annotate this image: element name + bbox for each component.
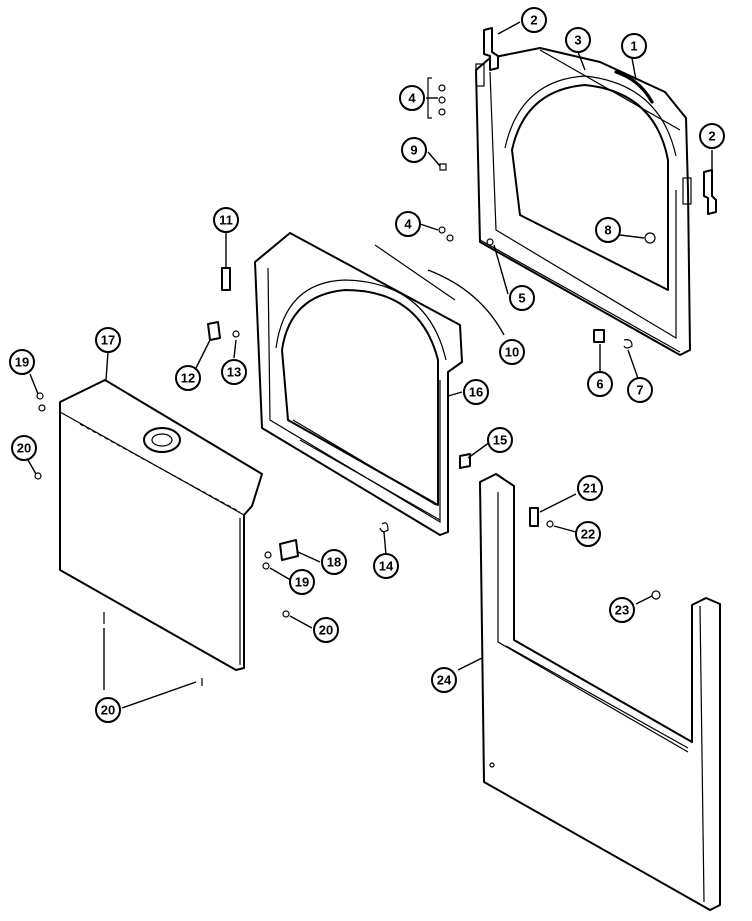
leader-lines bbox=[27, 21, 713, 709]
svg-text:7: 7 bbox=[636, 383, 643, 398]
callout-9: 9 bbox=[401, 137, 427, 163]
callout-12: 12 bbox=[175, 365, 201, 391]
callout-14: 14 bbox=[373, 553, 399, 579]
svg-text:11: 11 bbox=[219, 213, 233, 228]
callout-2-right: 2 bbox=[699, 123, 725, 149]
callout-1: 1 bbox=[621, 33, 647, 59]
svg-text:5: 5 bbox=[518, 291, 525, 306]
svg-text:4: 4 bbox=[404, 217, 412, 232]
callout-19-mid: 19 bbox=[289, 569, 315, 595]
svg-text:24: 24 bbox=[437, 673, 452, 688]
front-panel-lower bbox=[479, 473, 721, 911]
callout-7: 7 bbox=[627, 377, 653, 403]
callout-20-bottom: 20 bbox=[95, 697, 121, 723]
svg-text:6: 6 bbox=[596, 377, 603, 392]
callout-17: 17 bbox=[95, 327, 121, 353]
svg-text:9: 9 bbox=[410, 143, 417, 158]
callout-11: 11 bbox=[213, 207, 239, 233]
svg-text:23: 23 bbox=[615, 603, 629, 618]
svg-text:12: 12 bbox=[181, 371, 195, 386]
svg-text:18: 18 bbox=[327, 555, 341, 570]
svg-text:15: 15 bbox=[493, 433, 507, 448]
callout-6: 6 bbox=[587, 371, 613, 397]
svg-text:13: 13 bbox=[227, 365, 241, 380]
rear-bulkhead-panel bbox=[475, 47, 692, 356]
callout-15: 15 bbox=[487, 427, 513, 453]
callout-16: 16 bbox=[463, 379, 489, 405]
svg-text:4: 4 bbox=[408, 91, 416, 106]
svg-text:1: 1 bbox=[630, 39, 637, 54]
svg-text:10: 10 bbox=[505, 345, 519, 360]
svg-text:2: 2 bbox=[530, 13, 537, 28]
callout-19-left: 19 bbox=[9, 349, 35, 375]
svg-text:20: 20 bbox=[319, 623, 333, 638]
callout-4-mid: 4 bbox=[395, 211, 421, 237]
callout-21: 21 bbox=[577, 475, 603, 501]
svg-text:16: 16 bbox=[469, 385, 483, 400]
callout-2-top: 2 bbox=[521, 7, 547, 33]
callouts: 1 2 2 3 4 4 5 6 7 8 9 10 11 12 13 14 15 … bbox=[9, 7, 725, 723]
callout-13: 13 bbox=[221, 359, 247, 385]
svg-text:19: 19 bbox=[15, 355, 29, 370]
callout-22: 22 bbox=[575, 521, 601, 547]
callout-23: 23 bbox=[609, 597, 635, 623]
svg-text:8: 8 bbox=[604, 223, 611, 238]
svg-text:20: 20 bbox=[101, 703, 115, 718]
callout-4-top: 4 bbox=[399, 85, 425, 111]
svg-text:22: 22 bbox=[581, 527, 595, 542]
front-bulkhead bbox=[254, 232, 463, 536]
svg-text:20: 20 bbox=[17, 441, 31, 456]
callout-20-left: 20 bbox=[11, 435, 37, 461]
svg-text:19: 19 bbox=[295, 575, 309, 590]
callout-20-mid: 20 bbox=[313, 617, 339, 643]
svg-text:21: 21 bbox=[583, 481, 597, 496]
svg-text:14: 14 bbox=[379, 559, 394, 574]
callout-18: 18 bbox=[321, 549, 347, 575]
callout-10: 10 bbox=[499, 339, 525, 365]
svg-text:3: 3 bbox=[574, 33, 581, 48]
callout-5: 5 bbox=[509, 285, 535, 311]
front-panel-upper bbox=[59, 379, 263, 671]
callout-3: 3 bbox=[565, 27, 591, 53]
callout-8: 8 bbox=[595, 217, 621, 243]
svg-text:2: 2 bbox=[708, 129, 715, 144]
hardware-parts bbox=[34, 27, 717, 686]
callout-24: 24 bbox=[431, 667, 457, 693]
svg-text:17: 17 bbox=[101, 333, 115, 348]
